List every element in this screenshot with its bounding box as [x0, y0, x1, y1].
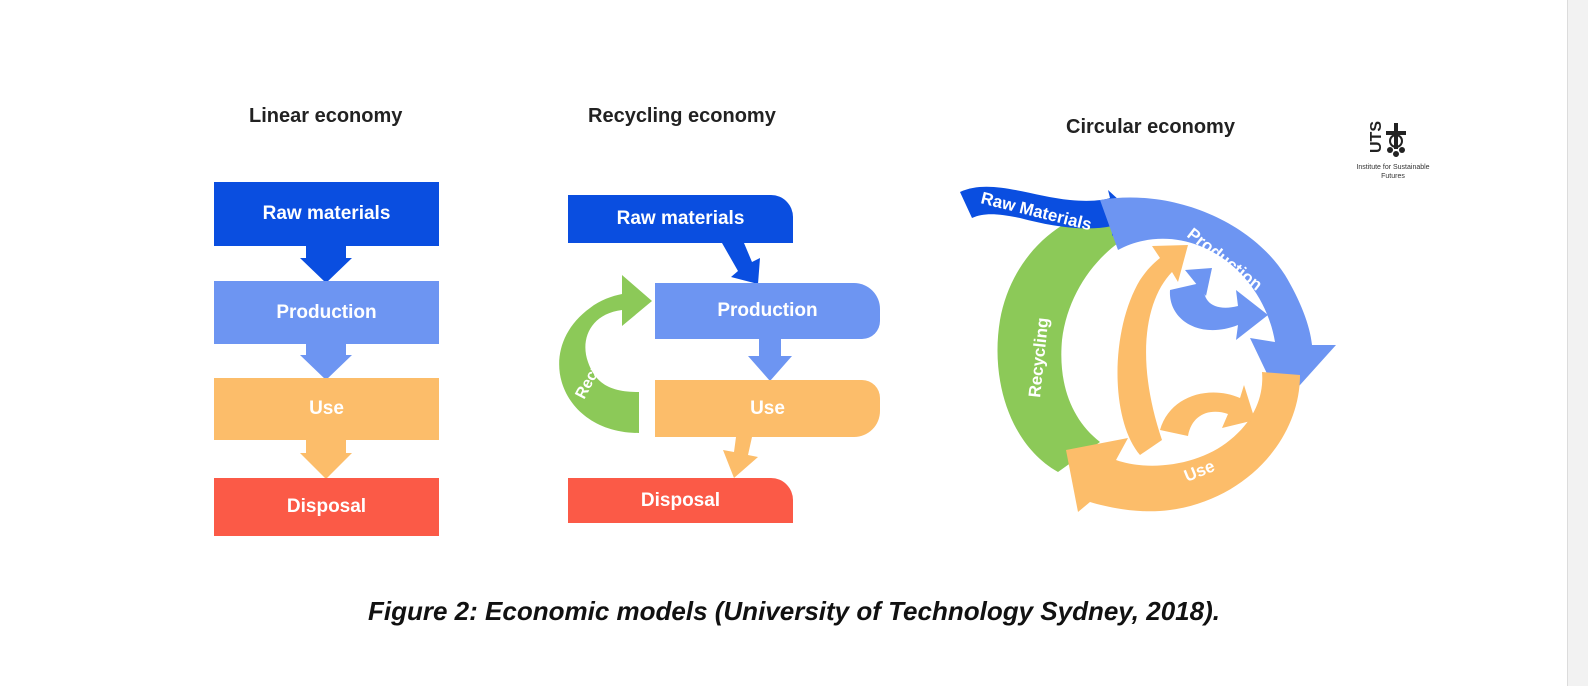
linear-disposal-label: Disposal: [286, 496, 367, 517]
linear-use-label: Use: [309, 398, 344, 419]
page-edge: [1567, 0, 1588, 686]
recycling-production-label: Production: [717, 300, 818, 321]
circular-production-arc: [1100, 197, 1336, 405]
circular-raw-materials-arrow: [960, 186, 1132, 236]
linear-disposal-box: Disposal: [214, 478, 439, 536]
linear-arrow-use-to-disposal: [300, 440, 352, 479]
recycling-arrow-use-to-disposal: [723, 437, 758, 478]
figure-caption: Figure 2: Economic models (University of…: [368, 596, 1220, 626]
recycling-raw-materials-box: Raw materials: [568, 195, 793, 243]
recycling-arrow-raw-to-production: [722, 243, 760, 284]
recycling-disposal-label: Disposal: [640, 489, 721, 511]
circular-use-small-loop: [1160, 385, 1255, 436]
circular-economy-title: Circular economy: [1066, 116, 1235, 138]
linear-raw-materials-box: Raw materials: [214, 182, 439, 246]
circular-recycling-arc: [997, 210, 1136, 472]
uts-logo-text: UTS: [1368, 121, 1385, 153]
linear-production-box: Production: [214, 281, 439, 344]
linear-production-label: Production: [276, 301, 377, 323]
linear-economy-title: Linear economy: [249, 105, 403, 127]
recycling-use-box: Use: [655, 380, 880, 437]
circular-use-arc: [1066, 372, 1300, 512]
recycling-economy-title: Recycling economy: [588, 105, 776, 127]
circular-use-inner-loop: [1117, 245, 1188, 455]
circular-production-inner-tip: [1185, 268, 1212, 296]
recycling-raw-materials-label: Raw materials: [616, 208, 745, 229]
linear-raw-materials-label: Raw materials: [262, 203, 391, 224]
linear-arrow-raw-to-production: [300, 246, 352, 283]
uts-crest-icon: [1386, 123, 1406, 157]
recycling-production-box: Production: [655, 283, 880, 339]
linear-use-box: Use: [214, 378, 439, 440]
recycling-arrow-production-to-use: [748, 339, 792, 381]
uts-institute-caption: Institute for Sustainable Futures: [1356, 164, 1430, 180]
recycling-loop-arrow: [559, 275, 652, 433]
linear-arrow-production-to-use: [300, 344, 352, 380]
circular-production-inner-loop: [1169, 282, 1268, 340]
recycling-disposal-box: Disposal: [568, 478, 793, 523]
recycling-use-label: Use: [750, 397, 785, 419]
